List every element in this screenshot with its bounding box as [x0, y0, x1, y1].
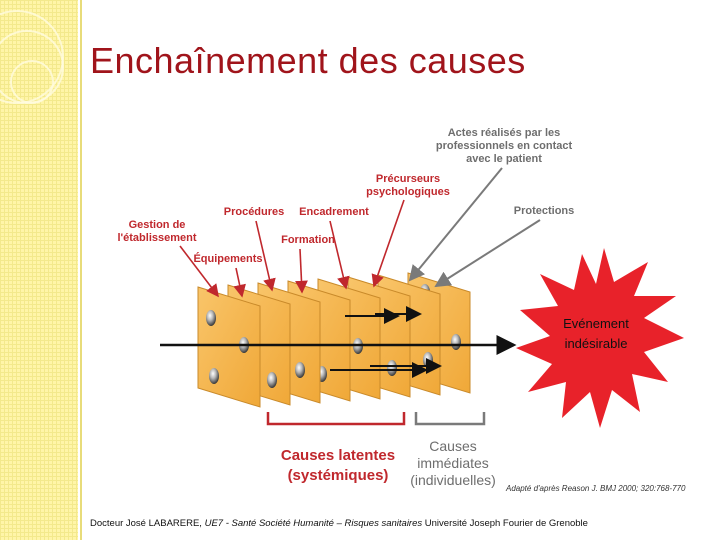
label-causes-immediates-line2: immédiates — [417, 455, 489, 471]
label-causes-latentes-line1: Causes latentes — [281, 447, 395, 464]
slice-hole — [387, 360, 397, 376]
decorative-divider-line — [80, 0, 82, 540]
label-actes-line2: professionnels en contact — [436, 140, 573, 152]
label-causes-immediates-line1: Causes — [429, 438, 476, 454]
slice-hole — [206, 310, 216, 326]
brace-immediate — [414, 412, 486, 426]
slice-1 — [197, 286, 261, 408]
arrow-encadrement — [329, 220, 350, 290]
arrow-equipements — [233, 267, 246, 298]
label-encadrement: Encadrement — [299, 206, 369, 218]
event-label-line1: Evénement — [563, 316, 629, 331]
label-procedures: Procédures — [224, 206, 285, 218]
slice-hole — [295, 362, 305, 378]
label-formation: Formation — [281, 234, 335, 246]
footer-course: UE7 - Santé Société Humanité – Risques s… — [204, 518, 423, 529]
label-causes-immediates-line3: (individuelles) — [410, 472, 496, 488]
label-gestion-line2: l'établissement — [117, 232, 196, 244]
footer: Docteur José LABARERE, UE7 - Santé Socié… — [90, 518, 588, 529]
decorative-left-band — [0, 0, 78, 540]
slice-hole — [267, 372, 277, 388]
arrow-protections — [434, 219, 541, 288]
brace-latent — [266, 412, 406, 426]
label-protections: Protections — [514, 205, 575, 217]
label-equipements: Équipements — [193, 252, 262, 265]
page-title: Enchaînement des causes — [90, 40, 526, 81]
footer-institution: Université Joseph Fourier de Grenoble — [422, 518, 588, 529]
arrow-actes — [408, 167, 503, 282]
arrow-gestion — [179, 245, 219, 298]
label-gestion-line1: Gestion de — [129, 219, 186, 231]
arrow-precurseurs — [371, 199, 405, 288]
label-precurseurs-line2: psychologiques — [366, 186, 450, 198]
slice-hole — [451, 334, 461, 350]
label-precurseurs-line1: Précurseurs — [376, 173, 440, 185]
label-causes-latentes-line2: (systémiques) — [288, 467, 389, 484]
source-note: Adapté d'après Reason J. BMJ 2000; 320:7… — [505, 484, 686, 493]
label-actes-line1: Actes réalisés par les — [448, 127, 561, 139]
event-label-line2: indésirable — [565, 336, 628, 351]
label-actes-line3: avec le patient — [466, 153, 542, 165]
arrow-procedures — [255, 220, 276, 292]
event-starburst — [516, 248, 684, 428]
footer-author: Docteur José LABARERE, — [90, 518, 205, 529]
slice-hole — [209, 368, 219, 384]
arrow-formation — [295, 248, 308, 294]
